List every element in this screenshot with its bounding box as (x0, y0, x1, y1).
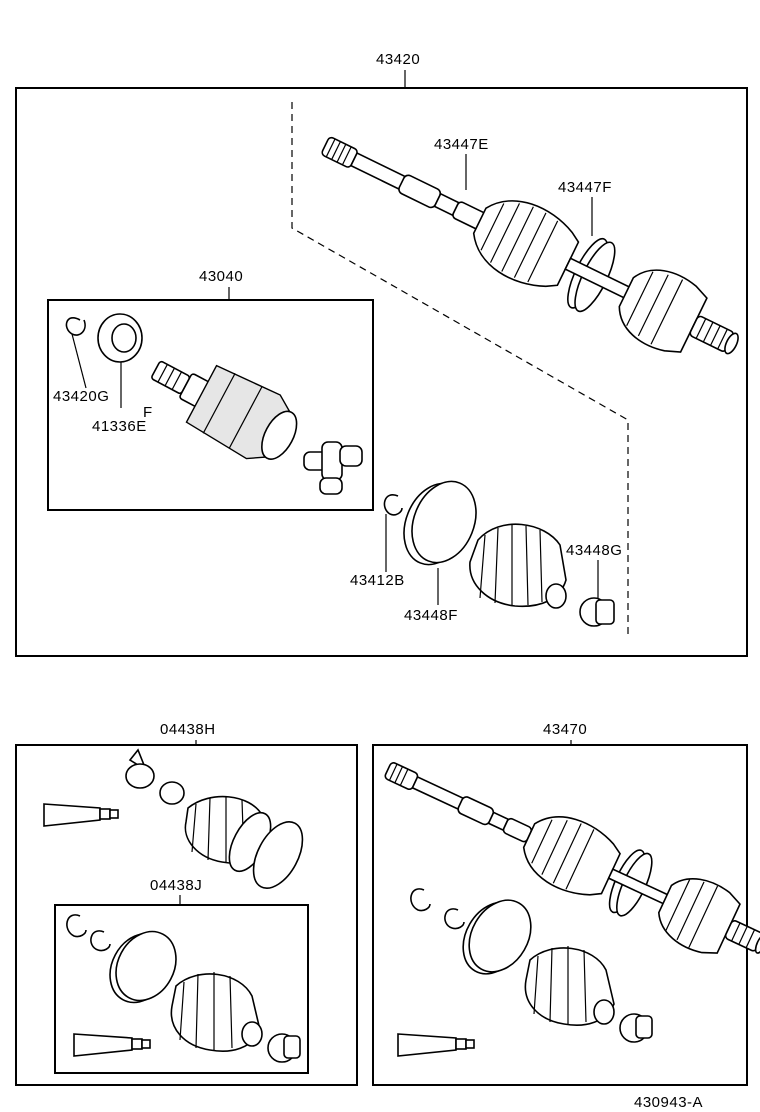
boot-04438J[interactable] (170, 972, 301, 1063)
oil-seal-41336E[interactable] (97, 313, 143, 408)
figure-code: 430943-A (634, 1094, 703, 1111)
frame-43420 (15, 87, 748, 657)
boot-inboard[interactable] (469, 523, 567, 609)
grease-tube-04438H[interactable] (43, 803, 119, 827)
drive-shaft-43420[interactable] (308, 111, 752, 381)
boot-04438H[interactable] (184, 795, 312, 896)
dashed-boundary (291, 102, 629, 636)
label-04438H[interactable]: 04438H (160, 721, 216, 738)
snap-ring-43420G[interactable] (65, 317, 87, 389)
grease-tube-04438J[interactable] (73, 1033, 151, 1057)
frame-04438J (54, 904, 309, 1074)
label-43448F[interactable]: 43448F (404, 607, 458, 624)
snap-rings-04438J[interactable] (66, 914, 111, 952)
clamp-04438J[interactable] (98, 921, 187, 1013)
snap-rings-43470[interactable] (410, 888, 465, 930)
clamp-43470[interactable] (451, 889, 543, 985)
grease-tube-43470[interactable] (397, 1033, 475, 1057)
drive-shaft-43470[interactable] (373, 738, 760, 977)
label-43420[interactable]: 43420 (376, 51, 420, 68)
boot-43470[interactable] (524, 946, 653, 1043)
assembly-43420: 43420 (15, 51, 752, 657)
label-43040[interactable]: 43040 (199, 268, 243, 285)
label-43412B[interactable]: 43412B (350, 572, 405, 589)
frame-43470 (372, 744, 748, 1086)
frame-04438H (15, 744, 358, 1086)
tripod-joint[interactable] (303, 441, 363, 495)
frame-43040 (47, 299, 374, 511)
label-43420G[interactable]: 43420G (53, 388, 109, 405)
label-41336E[interactable]: 41336E (92, 418, 147, 435)
clamp-43448G[interactable] (579, 560, 615, 627)
snap-ring-43412B[interactable] (383, 494, 403, 572)
label-43447E[interactable]: 43447E (434, 136, 489, 153)
clamp-small-04438H[interactable] (125, 748, 185, 805)
assembly-43040: 43040 43420G F 41336E (47, 268, 374, 511)
label-43448G[interactable]: 43448G (566, 542, 622, 559)
clamp-43448F[interactable] (392, 472, 487, 605)
kit-04438J: 04438J (54, 877, 309, 1074)
label-04438J[interactable]: 04438J (150, 877, 202, 894)
label-41336E-mark[interactable]: F (143, 404, 153, 421)
label-43470[interactable]: 43470 (543, 721, 587, 738)
label-43447F[interactable]: 43447F (558, 179, 612, 196)
assembly-43470: 43470 (372, 721, 760, 1086)
inboard-joint-housing[interactable] (139, 338, 309, 474)
kit-04438H: 04438H 04438J (15, 721, 358, 1086)
